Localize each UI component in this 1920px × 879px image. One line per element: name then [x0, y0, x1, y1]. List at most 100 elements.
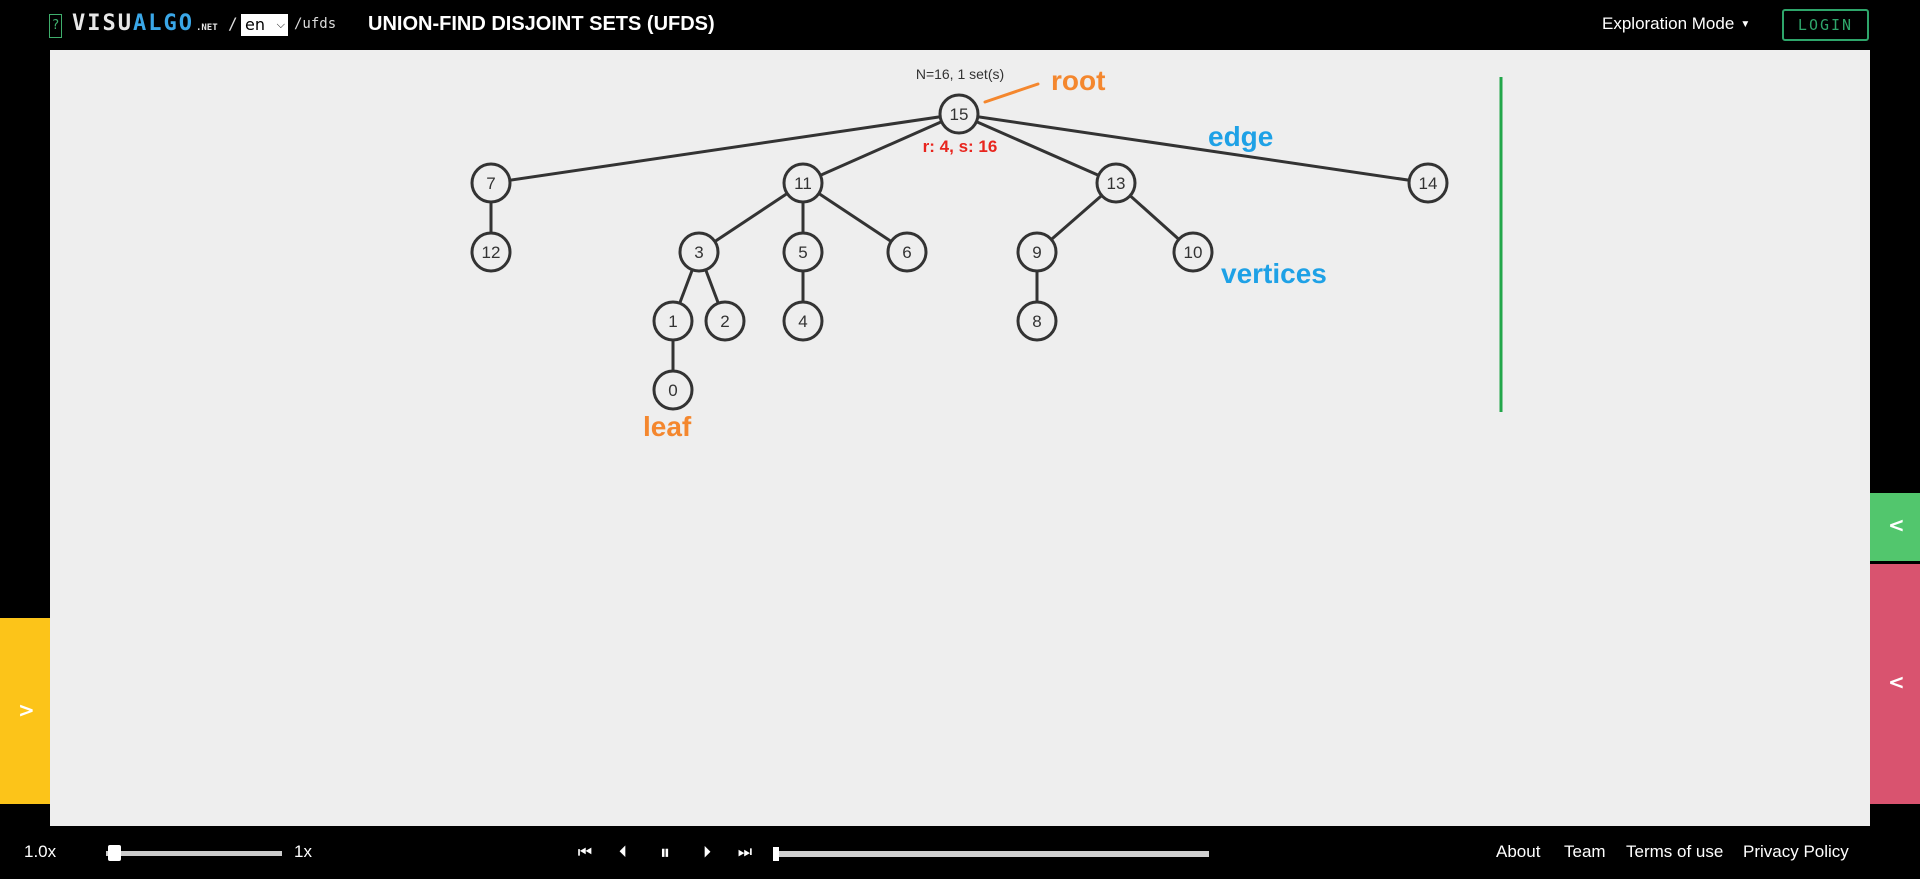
terms-of-use-link[interactable]: Terms of use: [1626, 842, 1724, 861]
annotation-vertices: vertices: [1221, 258, 1327, 289]
logo-part-1: VISU: [72, 11, 133, 36]
vertex-3[interactable]: 3: [678, 231, 720, 273]
edge-15-7: [490, 112, 960, 185]
edge-11-3: [698, 181, 804, 254]
speed-value: 1.0x: [24, 842, 57, 861]
vertex-15[interactable]: 15: [938, 93, 980, 135]
vertex-circle: [1095, 162, 1137, 204]
annotation-edge: edge: [1208, 121, 1273, 152]
bottom-bar: 1.0x 1x ⏮ ⏴ ⏸ ⏵ ⏭ About Team Terms of us…: [0, 826, 1920, 879]
edge-15-13: [958, 112, 1117, 185]
logo-net: .NET: [195, 23, 218, 33]
vertex-7[interactable]: 7: [470, 162, 512, 204]
vertex-label: 10: [1184, 243, 1203, 262]
about-link[interactable]: About: [1496, 842, 1541, 861]
progress-bar-thumb[interactable]: [773, 847, 779, 861]
step-backward-button[interactable]: ⏴: [618, 842, 627, 861]
right-panel-toggle-top[interactable]: <: [1870, 493, 1920, 561]
vertex-circle: [1172, 231, 1214, 273]
edge-11-6: [802, 181, 908, 254]
vertex-8[interactable]: 8: [1016, 300, 1058, 342]
vertex-0[interactable]: 0: [652, 369, 694, 411]
chevron-right-icon: >: [18, 698, 35, 722]
chevron-down-icon: ⌵: [276, 18, 285, 31]
vertex-label: 1: [668, 312, 677, 331]
mode-dropdown[interactable]: Exploration Mode ▼: [1602, 14, 1750, 34]
vertex-circle: [1016, 231, 1058, 273]
vertex-circle: [652, 300, 694, 342]
vertex-2[interactable]: 2: [704, 300, 746, 342]
help-icon[interactable]: ?: [49, 14, 62, 38]
vertex-label: 12: [482, 243, 501, 262]
vertex-12[interactable]: 12: [470, 231, 512, 273]
vertex-circle: [652, 369, 694, 411]
vertex-label: 9: [1032, 243, 1041, 262]
team-link[interactable]: Team: [1564, 842, 1606, 861]
progress-bar[interactable]: [773, 851, 1209, 857]
vertex-label: 14: [1419, 174, 1438, 193]
vertex-label: 15: [950, 105, 969, 124]
vertex-6[interactable]: 6: [886, 231, 928, 273]
edge-15-11: [802, 112, 960, 185]
chevron-left-icon: <: [1888, 513, 1905, 537]
page-title: UNION-FIND DISJOINT SETS (UFDS): [368, 13, 715, 35]
vertex-circle: [1016, 300, 1058, 342]
vertex-9[interactable]: 9: [1016, 231, 1058, 273]
vertex-circle: [470, 162, 512, 204]
language-select[interactable]: en ⌵: [241, 14, 288, 36]
root-pointer: [983, 82, 1040, 104]
go-to-start-button[interactable]: ⏮: [577, 842, 593, 861]
vertex-label: 11: [794, 174, 812, 193]
vertex-label: 7: [486, 174, 495, 193]
step-forward-button[interactable]: ⏵: [702, 842, 711, 861]
vertex-circle: [1407, 162, 1449, 204]
language-value: en: [245, 15, 265, 34]
root-info: r: 4, s: 16: [923, 137, 998, 156]
vertex-circle: [782, 231, 824, 273]
vertex-circle: [782, 300, 824, 342]
vertex-1[interactable]: 1: [652, 300, 694, 342]
vertex-circle: [678, 231, 720, 273]
vertex-circle: [470, 231, 512, 273]
speed-slider[interactable]: [106, 851, 282, 856]
privacy-policy-link[interactable]: Privacy Policy: [1743, 842, 1849, 861]
logo-part-2: ALGO: [132, 11, 194, 36]
chevron-left-icon: <: [1888, 670, 1905, 694]
vertex-label: 0: [668, 381, 677, 400]
go-to-end-button[interactable]: ⏭: [737, 842, 753, 861]
annotation-root: root: [1051, 65, 1105, 96]
vertex-label: 4: [798, 312, 807, 331]
annotation-leaf: leaf: [643, 411, 692, 442]
vertex-5[interactable]: 5: [782, 231, 824, 273]
caret-down-icon: ▼: [1740, 19, 1751, 30]
vertex-label: 13: [1107, 174, 1126, 193]
pause-button[interactable]: ⏸: [660, 840, 670, 864]
right-panel-toggle-bottom[interactable]: <: [1870, 564, 1920, 804]
vertex-label: 6: [902, 243, 911, 262]
status-text: N=16, 1 set(s): [916, 66, 1004, 82]
vertex-label: 5: [798, 243, 807, 262]
vertex-10[interactable]: 10: [1172, 231, 1214, 273]
vertex-11[interactable]: 11: [782, 162, 824, 204]
vertex-13[interactable]: 13: [1095, 162, 1137, 204]
vertex-14[interactable]: 14: [1407, 162, 1449, 204]
vertex-label: 2: [720, 312, 729, 331]
url-path: /ufds: [294, 16, 337, 32]
edge-15-14: [958, 112, 1429, 185]
vertex-label: 3: [694, 243, 703, 262]
vertex-circle: [886, 231, 928, 273]
login-button[interactable]: LOGIN: [1782, 9, 1869, 41]
speed-multiplier: 1x: [294, 842, 312, 861]
vertex-label: 8: [1032, 312, 1041, 331]
visualgo-logo[interactable]: VISUALGO.NET: [72, 11, 218, 36]
vertex-circle: [782, 162, 824, 204]
speed-slider-thumb[interactable]: [108, 845, 121, 861]
vertex-4[interactable]: 4: [782, 300, 824, 342]
vertex-circle: [938, 93, 980, 135]
mode-label: Exploration Mode: [1602, 14, 1735, 33]
left-panel-toggle[interactable]: >: [0, 618, 50, 804]
top-header: ? VISUALGO.NET / en ⌵ /ufds UNION-FIND D…: [0, 0, 1920, 50]
